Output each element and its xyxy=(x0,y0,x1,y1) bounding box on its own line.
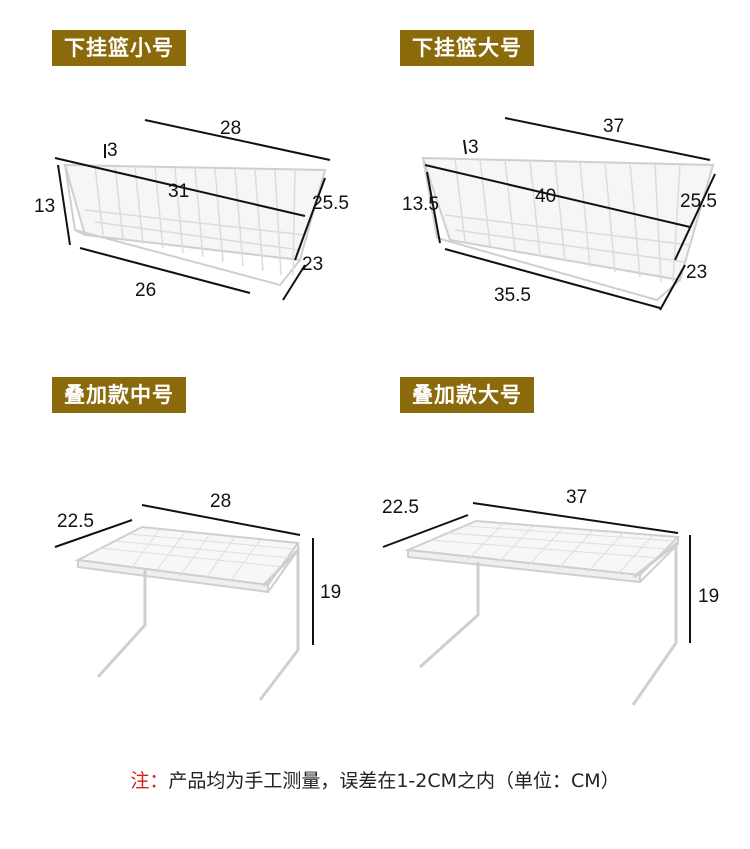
medium-shelf-figure: 28 22.5 19 xyxy=(50,485,360,715)
measurement-note: 注：产品均为手工测量，误差在1-2CM之内（单位：CM） xyxy=(0,766,750,793)
dim-side: 25.5 xyxy=(680,191,717,212)
dim-bottom: 26 xyxy=(135,280,156,301)
dim-top: 37 xyxy=(603,116,624,137)
dim-height: 13.5 xyxy=(402,194,439,215)
dim-depth-top: 3 xyxy=(107,140,118,161)
product-title-small-basket: 下挂篮小号 xyxy=(52,30,186,66)
basket-image xyxy=(421,156,715,302)
dim-height: 19 xyxy=(320,582,341,603)
large-basket-figure: 37 3 40 13.5 25.5 35.5 23 xyxy=(395,110,735,320)
dim-depth: 22.5 xyxy=(382,497,419,518)
product-title-large-basket: 下挂篮大号 xyxy=(400,30,534,66)
shelf-image xyxy=(74,525,300,701)
dim-height: 13 xyxy=(34,196,55,217)
product-title-medium-shelf: 叠加款中号 xyxy=(52,377,186,413)
dim-diagonal: 40 xyxy=(535,186,556,207)
note-prefix: 注： xyxy=(130,770,169,792)
dim-width: 37 xyxy=(566,487,587,508)
dim-side: 25.5 xyxy=(312,193,349,214)
small-basket-figure: 28 3 31 13 25.5 26 23 xyxy=(25,110,349,310)
shelf-image xyxy=(404,519,681,706)
dim-bottom: 35.5 xyxy=(494,285,531,306)
dim-diagonal: 31 xyxy=(168,181,189,202)
large-shelf-figure: 37 22.5 19 xyxy=(378,485,728,715)
dim-right: 23 xyxy=(302,254,323,275)
dim-right: 23 xyxy=(686,262,707,283)
dim-depth-top: 3 xyxy=(468,137,479,158)
dim-height: 19 xyxy=(698,586,719,607)
dim-width: 28 xyxy=(210,491,231,512)
product-title-large-shelf: 叠加款大号 xyxy=(400,377,534,413)
basket-image xyxy=(63,163,327,287)
dim-top: 28 xyxy=(220,118,241,139)
dim-depth: 22.5 xyxy=(57,511,94,532)
note-text: 产品均为手工测量，误差在1-2CM之内（单位：CM） xyxy=(168,770,620,792)
